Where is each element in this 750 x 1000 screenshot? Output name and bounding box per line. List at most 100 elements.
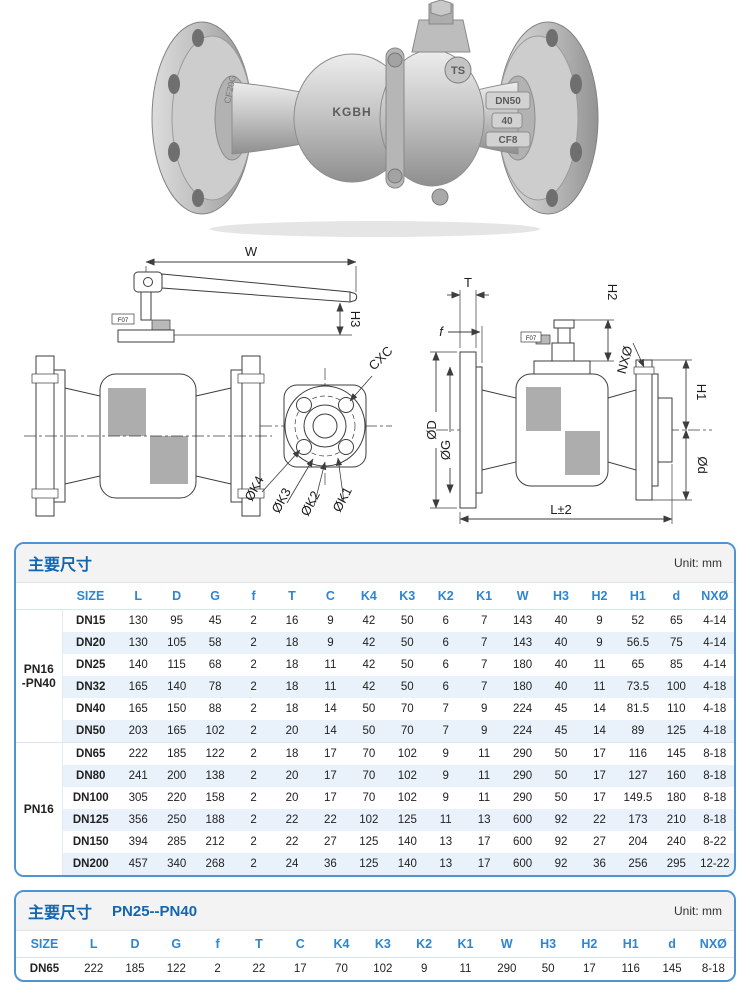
- value-cell: 158: [205, 792, 225, 804]
- value-cell: 14: [593, 725, 606, 737]
- value-cell: 50: [400, 615, 414, 627]
- value-cell: 11: [593, 659, 606, 671]
- column-header: H3: [527, 931, 569, 958]
- value-cell: 125: [666, 725, 686, 737]
- value-cell: 4-18: [703, 681, 727, 693]
- value-cell: 2: [234, 742, 273, 765]
- value-cell: 9: [442, 792, 449, 804]
- front-view: [24, 258, 358, 517]
- value-cell: 2: [250, 703, 257, 715]
- value-cell: 14: [324, 725, 337, 737]
- value-cell: 16: [285, 615, 299, 627]
- value-cell: 13: [477, 814, 491, 826]
- joint-nut-bottom: [387, 168, 403, 184]
- value-cell: 180: [513, 659, 533, 671]
- value-cell: 75: [669, 637, 683, 649]
- dim-label-t: T: [464, 275, 472, 290]
- dim-label-k3: ØK3: [268, 485, 293, 515]
- value-cell: 150: [167, 703, 187, 715]
- value-cell: 2: [250, 615, 257, 627]
- value-cell: 8-18: [703, 770, 727, 782]
- value-cell: 125: [397, 814, 417, 826]
- value-cell: 143: [513, 615, 533, 627]
- section-view: [430, 290, 712, 524]
- value-cell: 50: [400, 681, 414, 693]
- size-cell: DN40: [76, 703, 106, 715]
- value-cell: 45: [554, 703, 568, 715]
- value-cell: 102: [397, 770, 417, 782]
- value-cell: 9: [480, 703, 488, 715]
- table2-unit: Unit: mm: [674, 904, 722, 918]
- value-cell: 18: [285, 681, 299, 693]
- column-header: K2: [426, 583, 465, 610]
- value-cell: 222: [119, 742, 158, 765]
- bolt-hole: [296, 397, 312, 413]
- value-cell: 8-18: [703, 814, 727, 826]
- value-cell: 256: [628, 858, 648, 870]
- value-cell: 20: [285, 792, 299, 804]
- stem-assembly: [411, 0, 471, 53]
- value-cell: 2: [250, 770, 257, 782]
- dim-label-h2: H2: [605, 284, 620, 301]
- table2-subtitle: PN25--PN40: [112, 902, 198, 920]
- valve-photo: TS DN50 40 CF8 KGBH CF20G: [151, 0, 599, 237]
- plate-dn: DN50: [495, 96, 521, 107]
- value-cell: 27: [593, 836, 606, 848]
- value-cell: 130: [128, 637, 148, 649]
- value-cell: 2: [250, 725, 257, 737]
- value-cell: 52: [631, 615, 645, 627]
- value-cell: 125: [359, 858, 379, 870]
- dim-label-cxc: CXC: [366, 343, 396, 373]
- value-cell: 50: [554, 792, 568, 804]
- value-cell: 40: [554, 681, 568, 693]
- value-cell: 185: [157, 742, 196, 765]
- column-header: K3: [388, 583, 427, 610]
- brand-cast-text: KGBH: [332, 105, 371, 119]
- value-cell: 6: [442, 637, 449, 649]
- value-cell: 65: [669, 615, 683, 627]
- value-cell: 188: [205, 814, 225, 826]
- value-cell: 7: [442, 725, 449, 737]
- value-cell: 42: [362, 637, 376, 649]
- value-cell: 22: [285, 836, 299, 848]
- technical-drawing: W H3 F07 CXC: [24, 244, 712, 524]
- value-cell: 20: [285, 725, 299, 737]
- value-cell: 240: [666, 836, 686, 848]
- value-cell: 17: [477, 858, 491, 870]
- column-header: L: [119, 583, 158, 610]
- value-cell: 105: [167, 637, 187, 649]
- column-header: SIZE: [16, 931, 73, 958]
- value-cell: 9: [426, 742, 465, 765]
- column-header: H1: [618, 583, 658, 610]
- value-cell: 70: [362, 770, 376, 782]
- value-cell: 290: [503, 742, 542, 765]
- value-cell: 457: [128, 858, 148, 870]
- value-cell: 58: [208, 637, 222, 649]
- value-cell: 8-18: [701, 963, 725, 975]
- value-cell: 13: [439, 836, 453, 848]
- value-cell: 95: [170, 615, 184, 627]
- value-cell: 92: [554, 858, 568, 870]
- value-cell: 70: [400, 725, 414, 737]
- column-header: K4: [349, 583, 389, 610]
- value-cell: 143: [513, 637, 533, 649]
- value-cell: 127: [628, 770, 648, 782]
- column-header: D: [114, 931, 156, 958]
- value-cell: 102: [359, 814, 379, 826]
- value-cell: 42: [362, 615, 376, 627]
- value-cell: 2: [250, 637, 257, 649]
- value-cell: 180: [666, 792, 686, 804]
- value-cell: 17: [324, 770, 337, 782]
- value-cell: 8-22: [703, 836, 727, 848]
- column-header: K3: [362, 931, 404, 958]
- value-cell: 50: [400, 637, 414, 649]
